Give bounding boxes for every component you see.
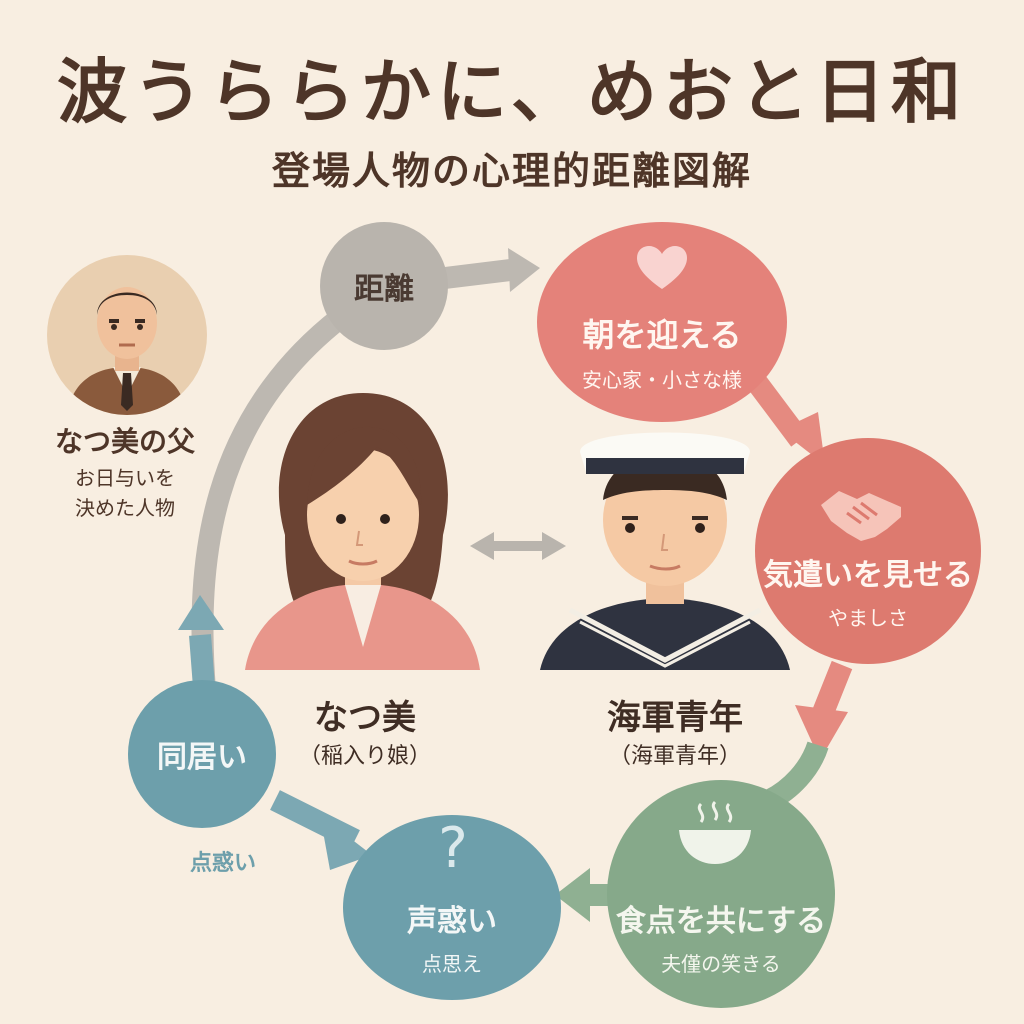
navy-youth-portrait — [540, 432, 790, 670]
natsumi-name: なつ美 — [314, 698, 416, 738]
node-distance-label: 距離 — [354, 272, 414, 307]
node-distance: 距離 — [320, 222, 448, 350]
rice-bowl-icon — [679, 800, 751, 864]
node-cohabitation: 同居い — [128, 680, 276, 828]
page-subtitle: 登場人物の心理的距離図解 — [271, 149, 752, 193]
node-morning: 朝を迎える 安心家・小さな様 — [537, 222, 787, 422]
node-morning-sub: 安心家・小さな様 — [582, 367, 742, 392]
natsumi-portrait — [245, 393, 480, 670]
node-morning-label: 朝を迎える — [582, 315, 742, 354]
node-meal: 食点を共にする 夫僅の笑きる — [607, 780, 835, 1008]
father-illustration — [67, 287, 187, 415]
page-title: 波うららかに、めおと日和 — [57, 51, 967, 133]
node-confusion-sub: 点思え — [422, 952, 482, 976]
node-consideration-sub: やましさ — [828, 605, 908, 630]
father-name: なつ美の父 — [54, 425, 195, 458]
heart-icon — [637, 246, 687, 289]
father-desc-2: 決めた人物 — [75, 496, 175, 520]
father-desc-1: お日与いを — [75, 466, 175, 490]
node-consideration: 気遣いを見せる やましさ — [755, 438, 981, 664]
node-cohabitation-label: 同居い — [157, 740, 247, 775]
svg-text:?: ? — [438, 816, 468, 875]
navy-youth-sub: （海軍青年） — [608, 744, 741, 769]
double-arrow-icon — [470, 532, 566, 560]
node-confusion-label: 声惑い — [407, 904, 497, 939]
node-meal-sub: 夫僅の笑きる — [661, 951, 781, 976]
node-consideration-label: 気遣いを見せる — [763, 557, 973, 593]
side-label-confusion: 点惑い — [190, 851, 257, 876]
navy-youth-name: 海軍青年 — [607, 698, 743, 738]
node-confusion: ? 声惑い 点思え — [343, 815, 561, 1000]
father-portrait — [47, 255, 207, 415]
question-icon: ? — [438, 816, 468, 875]
node-meal-label: 食点を共にする — [615, 903, 827, 939]
natsumi-sub: （稲入り娘） — [298, 744, 431, 769]
handshake-icon — [821, 491, 901, 541]
